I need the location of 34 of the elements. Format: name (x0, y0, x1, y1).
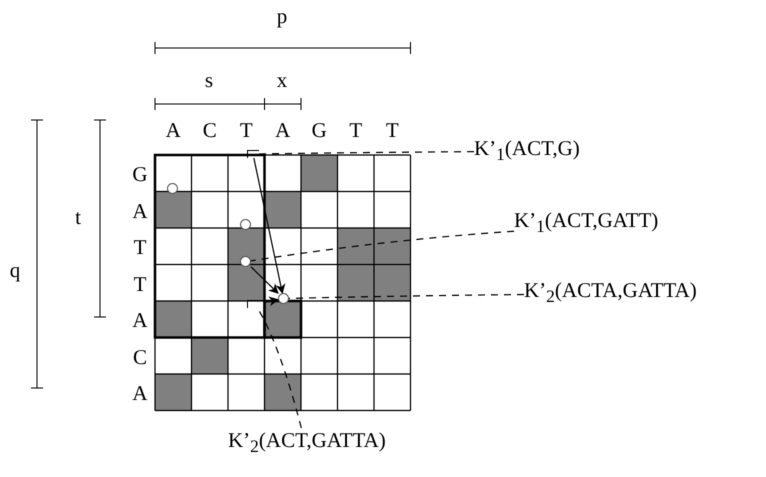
node-dot (278, 293, 289, 304)
arrow (250, 266, 279, 294)
sequence-letter: A (275, 119, 290, 141)
sequence-letter: C (133, 346, 147, 368)
dimension-label: x (276, 69, 288, 91)
leader-line (250, 230, 514, 262)
term-label: K’$_{1}$(ACT,GATT) (514, 208, 658, 238)
sequence-letter: T (134, 236, 146, 258)
sequence-letter: G (132, 163, 148, 186)
sequence-letter: C (202, 119, 217, 141)
corner-mark (247, 300, 265, 308)
sequence-letter: A (132, 309, 148, 332)
node-dot (240, 219, 251, 230)
sequence-letter: T (386, 119, 399, 141)
sequence-letter: G (312, 119, 327, 141)
dimension-label: q (10, 259, 20, 281)
term-label: K’$_{2}$(ACTA,GATTA) (524, 278, 697, 308)
term-label: K’$_{2}$(ACT,GATTA) (228, 428, 386, 458)
node-dot (167, 183, 178, 194)
term-label: K’$_{1}$(ACT,G) (474, 136, 580, 166)
sequence-letter: T (134, 272, 146, 295)
sequence-letter: A (166, 119, 181, 141)
arrow (264, 296, 279, 306)
corner-mark (247, 150, 259, 158)
leader-line (288, 294, 524, 299)
leader-line (259, 151, 474, 155)
sequence-letter: A (132, 200, 148, 222)
dimension-label: p (276, 5, 288, 27)
dimension-label: s (204, 69, 214, 91)
sequence-letter: A (132, 382, 148, 404)
dimension-label: t (75, 206, 81, 228)
arrow (253, 158, 286, 294)
sequence-letter: T (349, 119, 362, 141)
sequence-letter: T (240, 119, 253, 141)
